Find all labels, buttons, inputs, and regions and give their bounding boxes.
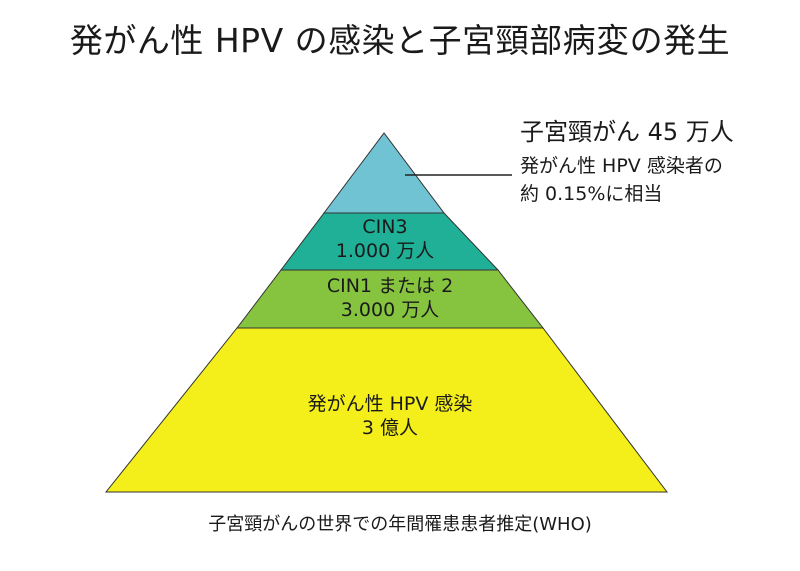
label-cin3-count: 1.000 万人 [335,240,435,262]
callout-sub: 発がん性 HPV 感染者の 約 0.15%に相当 [520,152,734,208]
label-cin1-2: CIN1 または 2 3.000 万人 [280,274,500,322]
page-title: 発がん性 HPV の感染と子宮頸部病変の発生 [69,21,731,60]
callout-main: 子宮頸がん 45 万人 [520,118,734,146]
label-hpv-infection-count: 3 億人 [361,417,419,439]
callout-cancer: 子宮頸がん 45 万人 発がん性 HPV 感染者の 約 0.15%に相当 [520,116,734,208]
label-cin1-2-name: CIN1 または 2 [326,275,454,297]
caption: 子宮頸がんの世界での年間罹患患者推定(WHO) [208,514,592,535]
label-cin3: CIN3 1.000 万人 [300,215,470,263]
layer-cancer [323,132,445,214]
callout-sub-line2: 約 0.15%に相当 [520,183,663,205]
layer-hpv-infection [104,327,669,493]
label-cin3-name: CIN3 [362,216,408,238]
callout-sub-line1: 発がん性 HPV 感染者の [520,155,723,177]
label-cin1-2-count: 3.000 万人 [340,299,440,321]
label-hpv-infection: 発がん性 HPV 感染 3 億人 [270,392,510,440]
label-hpv-infection-name: 発がん性 HPV 感染 [307,393,473,415]
